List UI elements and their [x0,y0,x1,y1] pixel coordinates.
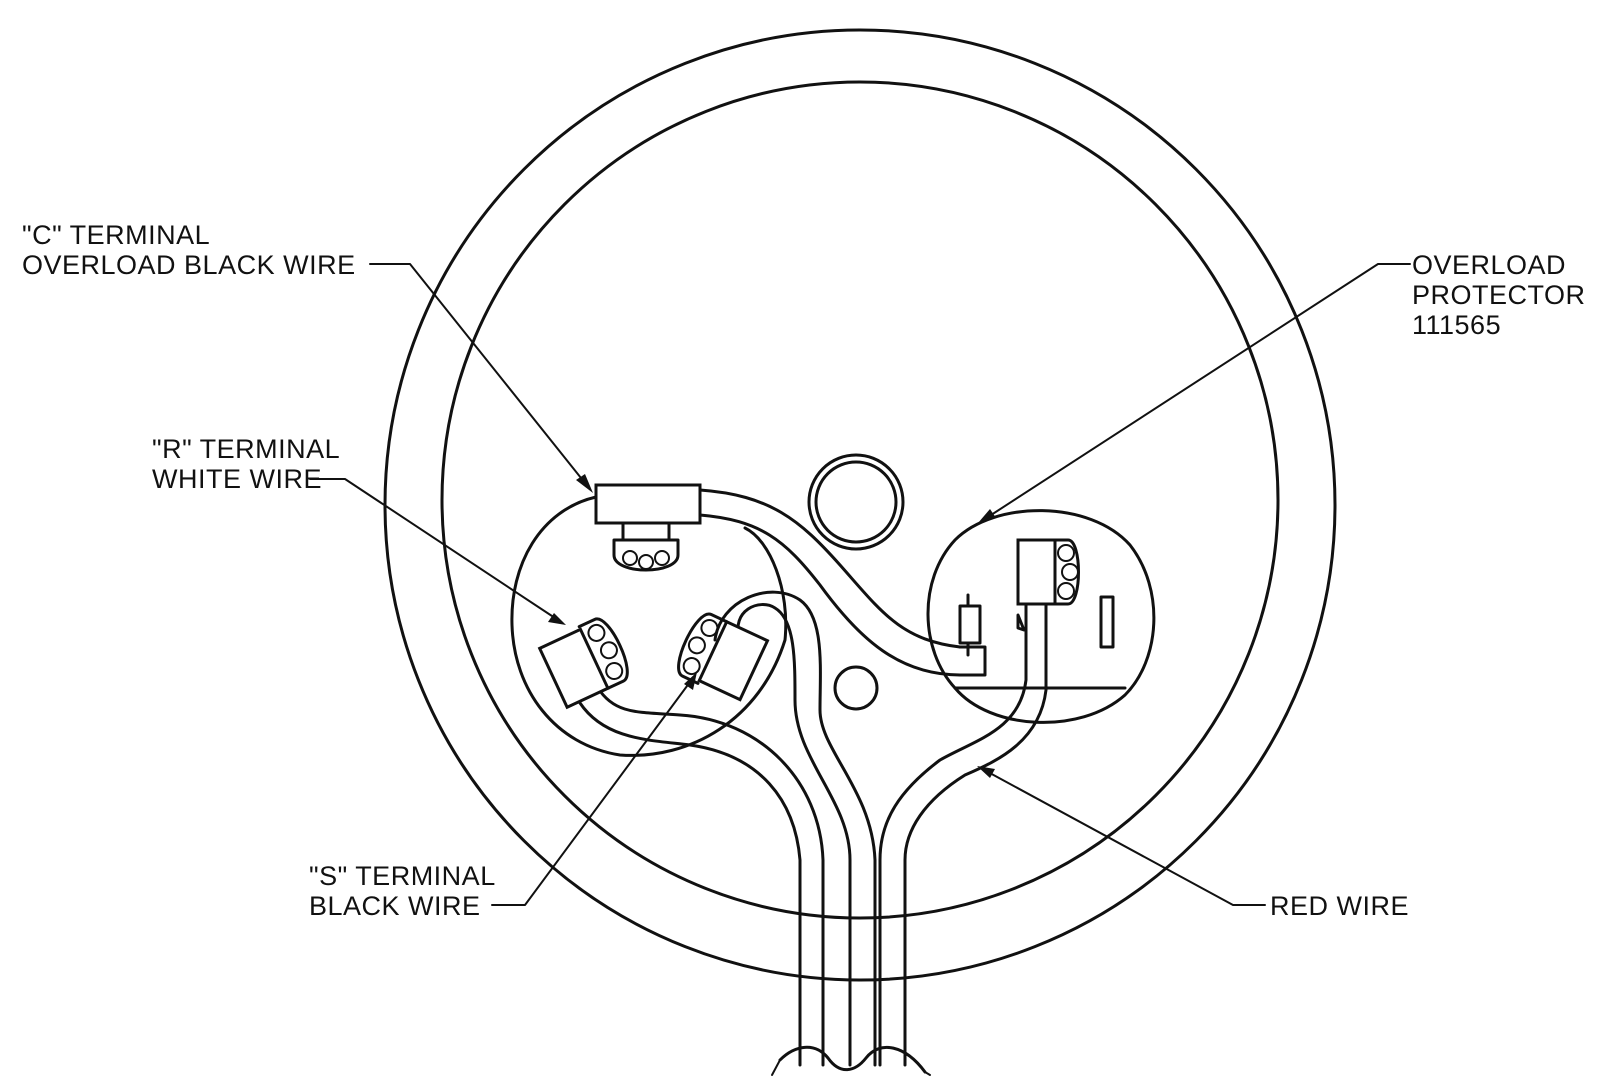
r-white-wire [578,686,825,1067]
label-c-terminal: "C" TERMINAL OVERLOAD BLACK WIRE [22,220,356,280]
leader-s-terminal [491,672,697,906]
compressor-inner-shell [440,80,1280,920]
label-overload-line2: PROTECTOR [1412,280,1586,310]
label-r-terminal-line2: WHITE WIRE [152,464,322,494]
compressor-outer-shell [383,28,1337,982]
label-s-terminal: "S" TERMINAL BLACK WIRE [309,861,496,921]
label-overload-line3: 111565 [1412,310,1501,340]
terminal-block-housing [510,495,788,757]
label-overload-protector: OVERLOAD PROTECTOR 111565 [1412,250,1586,340]
label-s-terminal-line1: "S" TERMINAL [309,861,496,891]
label-c-terminal-line2: OVERLOAD BLACK WIRE [22,250,356,280]
label-red-wire-line1: RED WIRE [1270,891,1409,921]
stud-hole [833,665,879,711]
leader-overload-protector [978,263,1411,523]
label-red-wire: RED WIRE [1270,891,1409,921]
label-overload-line1: OVERLOAD [1412,250,1566,280]
overload-protector-housing [926,509,1156,724]
leader-c-terminal [369,263,593,493]
s-black-wire [713,590,877,1067]
overload-protector-connector [1016,538,1080,606]
leader-r-terminal [309,478,566,625]
label-r-terminal-line1: "R" TERMINAL [152,434,340,464]
label-c-terminal-line1: "C" TERMINAL [22,220,210,250]
mounting-hole-inner [814,460,898,544]
label-s-terminal-line2: BLACK WIRE [309,891,481,921]
cable-break-line [778,1045,927,1074]
s-terminal-connector [677,612,770,702]
red-wire [878,598,1048,1067]
leader-red-wire [977,766,1266,906]
r-terminal-connector [537,617,629,710]
mounting-hole-outer [807,453,905,551]
overload-black-wire [698,488,987,677]
label-r-terminal: "R" TERMINAL WHITE WIRE [152,434,340,494]
c-terminal-connector [594,483,702,572]
